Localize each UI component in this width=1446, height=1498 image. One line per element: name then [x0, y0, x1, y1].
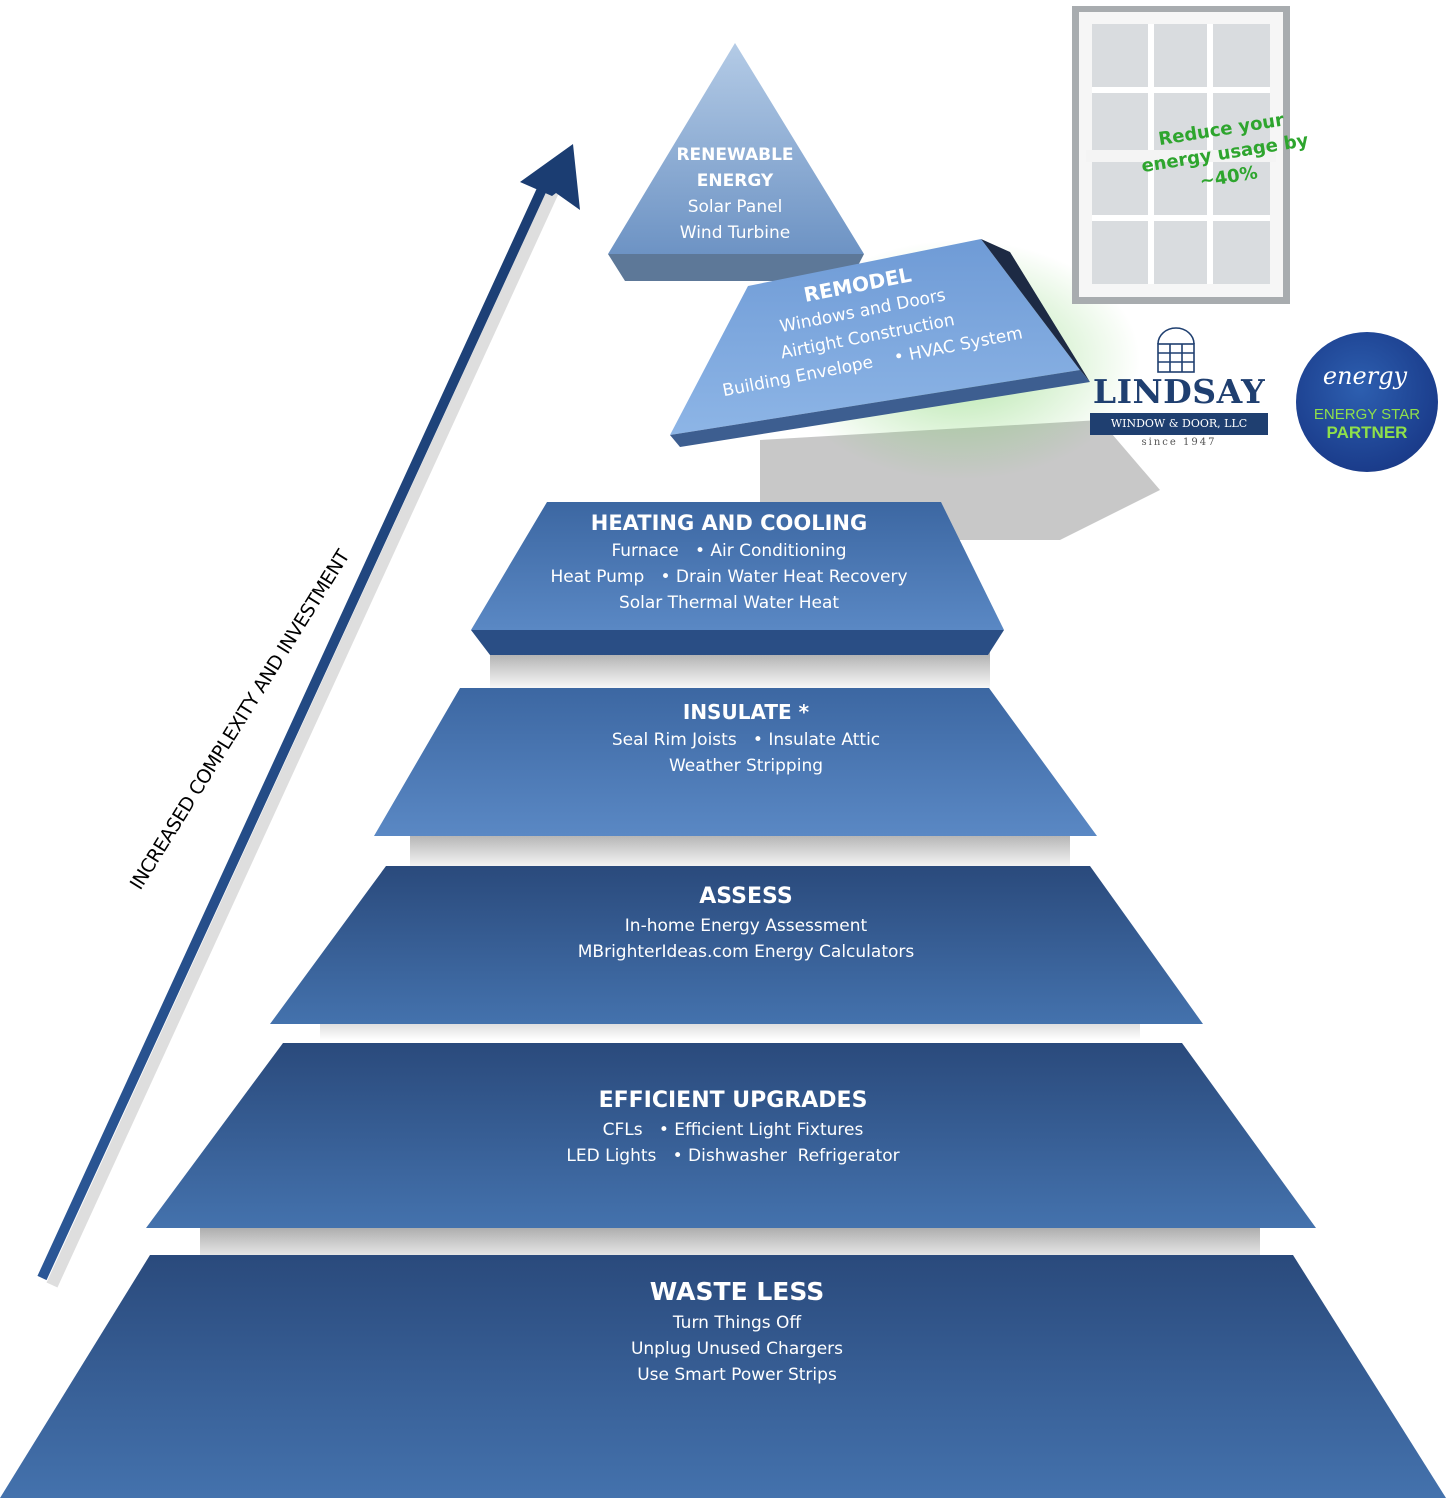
tier-waste-label: WASTE LESS Turn Things Off Unplug Unused…	[537, 1274, 937, 1388]
arrow-shaft	[37, 173, 553, 1281]
tier-heating-cooling-edge	[471, 630, 1004, 655]
tier-insulate-label: INSULATE * Seal Rim Joists • Insulate At…	[546, 697, 946, 779]
tier-title: ASSESS	[699, 884, 793, 909]
tier-remodel-bottom	[670, 370, 1090, 447]
tier-title: HEATING AND COOLING	[590, 511, 868, 535]
lindsay-logo-sub: WINDOW & DOOR, LLC	[1090, 413, 1268, 435]
tier-assess-label: ASSESS In-home Energy Assessment MBright…	[536, 881, 956, 965]
tier-item: Solar Panel	[687, 197, 783, 217]
tier-item: LED Lights • Dishwasher Refrigerator	[566, 1146, 900, 1166]
tier-item: CFLs • Efficient Light Fixtures	[602, 1120, 864, 1140]
tier-item: Turn Things Off	[672, 1313, 802, 1333]
tier-title: EFFICIENT UPGRADES	[598, 1088, 868, 1113]
tier-title: RENEWABLE	[676, 145, 794, 165]
tier-heating-cooling	[471, 502, 1004, 630]
tier-item: Unplug Unused Chargers	[630, 1339, 844, 1359]
arrow-shadow	[46, 182, 562, 1288]
energy-star-line1: ENERGY STAR	[1313, 406, 1421, 423]
tier-item: Weather Stripping	[668, 756, 824, 776]
energy-star-badge	[1296, 332, 1438, 472]
tier-heating-label: HEATING AND COOLING Furnace • Air Condit…	[500, 508, 958, 616]
tier-efficient-upgrades	[146, 1043, 1316, 1228]
tier-item: Furnace • Air Conditioning	[611, 541, 847, 561]
window-sash-rail	[1086, 150, 1276, 162]
tier-remodel	[670, 239, 1080, 435]
tier-remodel-edge	[981, 239, 1090, 382]
tier-item: In-home Energy Assessment	[624, 916, 868, 936]
tier-assess	[270, 866, 1203, 1024]
tier-renewable	[608, 43, 864, 254]
tier-title: INSULATE *	[682, 700, 810, 724]
tier-item: Wind Turbine	[679, 223, 791, 243]
tier-insulate	[374, 688, 1097, 836]
tier-item: Solar Thermal Water Heat	[618, 593, 840, 613]
energy-star-line2: PARTNER	[1326, 423, 1408, 442]
lindsay-logo-name: LINDSAY	[1092, 372, 1266, 411]
arrow-head	[520, 144, 580, 210]
tier-item: Use Smart Power Strips	[637, 1365, 837, 1385]
tier-renewable-edge	[608, 254, 864, 281]
tier-item: Heat Pump • Drain Water Heat Recovery	[550, 567, 908, 587]
tier-renewable-label: RENEWABLE ENERGY Solar Panel Wind Turbin…	[640, 142, 830, 246]
lindsay-logo-since: since 1947	[1141, 437, 1217, 448]
tier-upgrades-label: EFFICIENT UPGRADES CFLs • Efficient Ligh…	[533, 1085, 933, 1169]
tier-title: WASTE LESS	[649, 1277, 825, 1306]
tier-shadow	[410, 832, 1070, 872]
tier-shadow	[490, 652, 990, 692]
tier-item: MBrighterIdeas.com Energy Calculators	[577, 942, 915, 962]
lindsay-window-icon	[1157, 327, 1195, 373]
energy-star-word: energy	[1322, 362, 1408, 390]
tier-item: Seal Rim Joists • Insulate Attic	[611, 730, 881, 750]
tier-waste-less	[0, 1255, 1446, 1498]
tier-title: ENERGY	[696, 171, 774, 191]
